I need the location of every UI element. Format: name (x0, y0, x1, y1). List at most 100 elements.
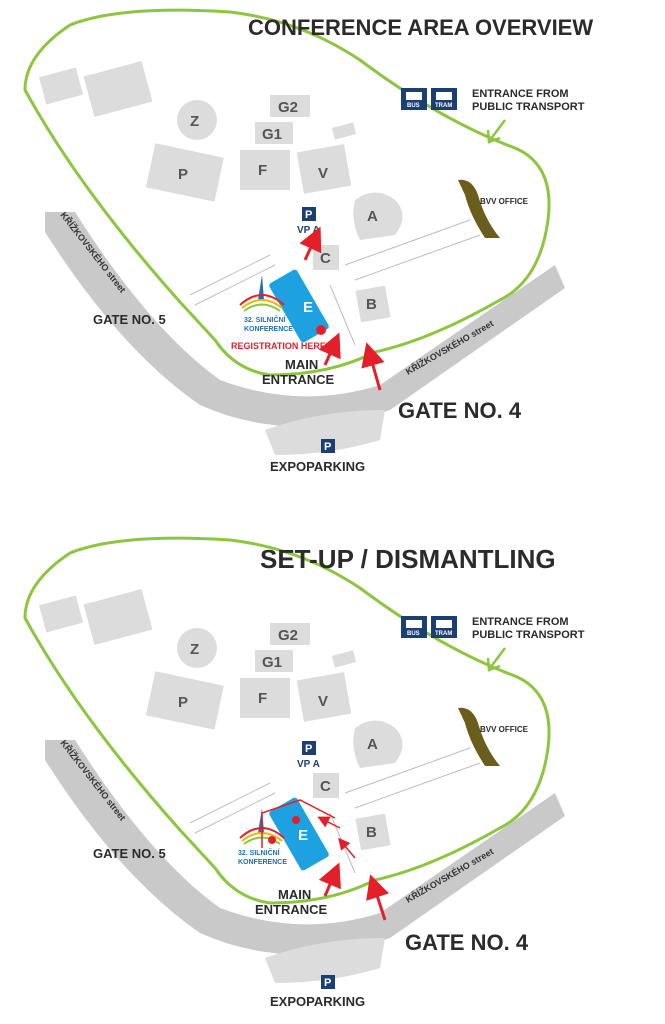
map-2-title: SET-UP / DISMANTLING (260, 544, 556, 574)
gate-5-label: GATE NO. 5 (93, 312, 166, 327)
label-a: A (367, 736, 378, 753)
label-v: V (318, 165, 328, 182)
internal-roads (189, 747, 481, 874)
main-entrance-line1: MAIN (278, 887, 311, 902)
gate-5-label: GATE NO. 5 (93, 846, 166, 861)
building-v (296, 144, 352, 194)
hall-e-label: E (298, 827, 308, 844)
main-entrance-line1: MAIN (285, 357, 318, 372)
expoparking-sign: P (324, 977, 331, 989)
gate-4-label: GATE NO. 4 (398, 398, 522, 423)
building-p (145, 143, 224, 202)
public-transport: BUS TRAM ENTRANCE FROM PUBLIC TRANSPORT (401, 88, 585, 144)
building-z (177, 100, 217, 140)
map-overview: E Z G2 G1 F V P A C B P VP A BVV OFFICE … (23, 8, 593, 474)
buildings (39, 588, 403, 851)
building-b (355, 285, 391, 323)
label-g1: G1 (262, 126, 282, 143)
setup-point-2 (292, 816, 300, 824)
krizkovskeho-street (45, 740, 565, 955)
gate-4-label: GATE NO. 4 (405, 930, 529, 955)
setup-route-3 (338, 837, 356, 859)
main-entrance-line2: ENTRANCE (255, 902, 328, 917)
arrow-gate-4 (361, 342, 385, 391)
label-c: C (320, 778, 331, 795)
bvv-office-label: BVV OFFICE (480, 197, 529, 206)
tram-label: TRAM (435, 103, 452, 109)
label-b: B (366, 824, 377, 841)
arrow-main-entrance (318, 862, 341, 897)
label-g2: G2 (278, 99, 298, 116)
label-f: F (258, 162, 267, 179)
public-transport: BUS TRAM ENTRANCE FROM PUBLIC TRANSPORT (401, 616, 585, 672)
expoparking-label: EXPOPARKING (270, 459, 365, 474)
logo-line1: 32. SILNIČNÍ (238, 848, 281, 857)
parking-icon (302, 207, 316, 221)
logo-line2: KONFERENCE (244, 326, 293, 333)
building-a (353, 192, 403, 240)
buildings (39, 60, 403, 323)
label-p: P (178, 166, 188, 183)
arrow-icon (489, 647, 506, 669)
label-b: B (366, 296, 377, 313)
building-large-1 (83, 60, 153, 118)
map-setup: E Z G2 G1 F V P A C B P VP A BVV OFFICE … (23, 536, 585, 1009)
building-g2 (270, 95, 310, 117)
bvv-office-shape (458, 179, 500, 238)
expoparking-area (265, 410, 385, 455)
expoparking-icon (321, 439, 335, 453)
label-a: A (367, 208, 378, 225)
building-f (240, 150, 290, 190)
arrow-gate-4 (366, 874, 389, 921)
label-v: V (318, 693, 328, 710)
bus-label: BUS (407, 631, 420, 637)
internal-roads (189, 219, 481, 346)
arrow-main-entrance (318, 332, 341, 366)
parking-sign: P (305, 209, 312, 221)
logo-line1: 32. SILNIČNÍ (244, 315, 287, 324)
krizkovskeho-street (45, 212, 565, 427)
logo-line2: KONFERENCE (238, 859, 287, 866)
public-transport-line2: PUBLIC TRANSPORT (472, 101, 585, 113)
registration-point (316, 325, 326, 335)
setup-point-1 (268, 836, 276, 844)
expoparking-label: EXPOPARKING (270, 994, 365, 1009)
parking-sign: P (305, 743, 312, 755)
label-z: Z (190, 641, 199, 658)
bvv-office-label: BVV OFFICE (480, 725, 529, 734)
registration-label: REGISTRATION HERE (231, 341, 326, 351)
label-g1: G1 (262, 654, 282, 671)
label-p: P (178, 694, 188, 711)
expoparking-sign: P (324, 441, 331, 453)
label-f: F (258, 690, 267, 707)
hall-e-label: E (303, 299, 313, 316)
tram-label: TRAM (435, 631, 452, 637)
map-1-title: CONFERENCE AREA OVERVIEW (248, 15, 593, 40)
expoparking-icon (321, 975, 335, 989)
bus-label: BUS (407, 103, 420, 109)
building-small-2 (331, 122, 357, 140)
parking-icon (302, 741, 316, 755)
public-transport-line1: ENTRANCE FROM (472, 616, 569, 628)
label-z: Z (190, 113, 199, 130)
parking-vp-a: P VP A (297, 207, 320, 236)
conference-logo: 32. SILNIČNÍ KONFERENCE (239, 275, 293, 333)
expoparking-area (265, 938, 385, 983)
public-transport-line2: PUBLIC TRANSPORT (472, 629, 585, 641)
setup-route-2 (317, 816, 341, 829)
bvv-office-shape (458, 707, 500, 766)
building-small-1 (39, 67, 83, 105)
arrow-to-vp-a (299, 226, 322, 261)
label-g2: G2 (278, 627, 298, 644)
label-c: C (320, 250, 331, 267)
hall-e (269, 269, 329, 343)
setup-route-1 (261, 799, 336, 848)
main-entrance-line2: ENTRANCE (262, 372, 335, 387)
arrow-icon (489, 119, 506, 141)
parking-vp-a: P VP A (297, 741, 320, 770)
vp-a-label: VP A (297, 759, 320, 770)
hall-e (269, 797, 329, 871)
public-transport-line1: ENTRANCE FROM (472, 88, 569, 100)
